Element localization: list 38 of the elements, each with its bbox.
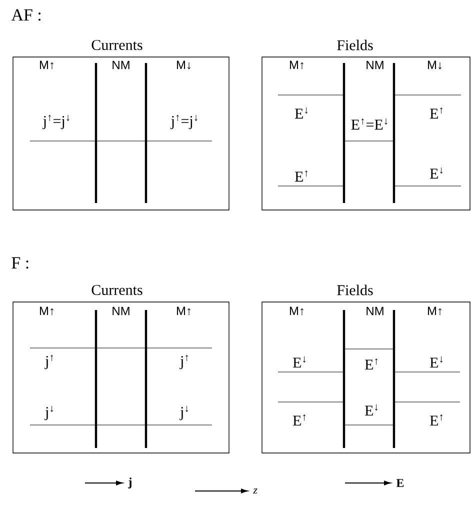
symbol-label: E$^{↑}$: [430, 414, 443, 426]
symbol-label: j$^{↓}$: [44, 406, 54, 420]
region-label: NM: [112, 60, 130, 70]
symbol-label: E$^{↓}$: [292, 356, 306, 368]
section-label: F :: [12, 257, 28, 269]
region-label: M↑: [40, 60, 54, 70]
region-label: M↑: [176, 306, 190, 316]
region-label: NM: [366, 60, 384, 70]
symbol-label: E$^{↓}$: [364, 404, 378, 416]
symbol-label: j$^{↑}$: [44, 354, 54, 370]
symbol-label: E$^{↑}$=E$^{↓}$: [351, 118, 388, 130]
symbol-label: j$^{↑}$: [180, 354, 188, 370]
symbol-label: E$^{↓}$: [430, 356, 443, 368]
region-label: M↑: [290, 60, 304, 70]
panel-title: Currents: [92, 40, 142, 50]
region-label: M↑: [428, 306, 442, 316]
region-label: M↓: [428, 60, 442, 70]
symbol-label: E$^{↑}$: [430, 107, 443, 119]
symbol-label: E$^{↓}$: [430, 167, 443, 179]
direction-label: E: [396, 479, 404, 487]
panel-title: Fields: [337, 40, 373, 50]
symbol-label: j$^{↑}$=j$^{↓}$: [170, 114, 198, 130]
region-label: M↓: [176, 60, 190, 70]
region-label: NM: [366, 306, 384, 316]
symbol-label: j$^{↓}$: [180, 406, 188, 420]
panel-title: Currents: [92, 284, 142, 296]
region-label: M↑: [40, 306, 54, 316]
section-label: AF :: [11, 9, 41, 21]
symbol-label: j$^{↑}$=j$^{↓}$: [42, 114, 70, 130]
direction-label: z: [253, 488, 258, 494]
symbol-label: E$^{↑}$: [364, 358, 378, 370]
symbol-label: E$^{↑}$: [292, 414, 306, 426]
direction-label: j: [128, 478, 132, 488]
symbol-label: E$^{↑}$: [294, 170, 308, 182]
region-label: M↑: [290, 306, 304, 316]
region-label: NM: [112, 306, 130, 316]
panel-title: Fields: [337, 284, 373, 296]
symbol-label: E$^{↓}$: [294, 107, 308, 119]
